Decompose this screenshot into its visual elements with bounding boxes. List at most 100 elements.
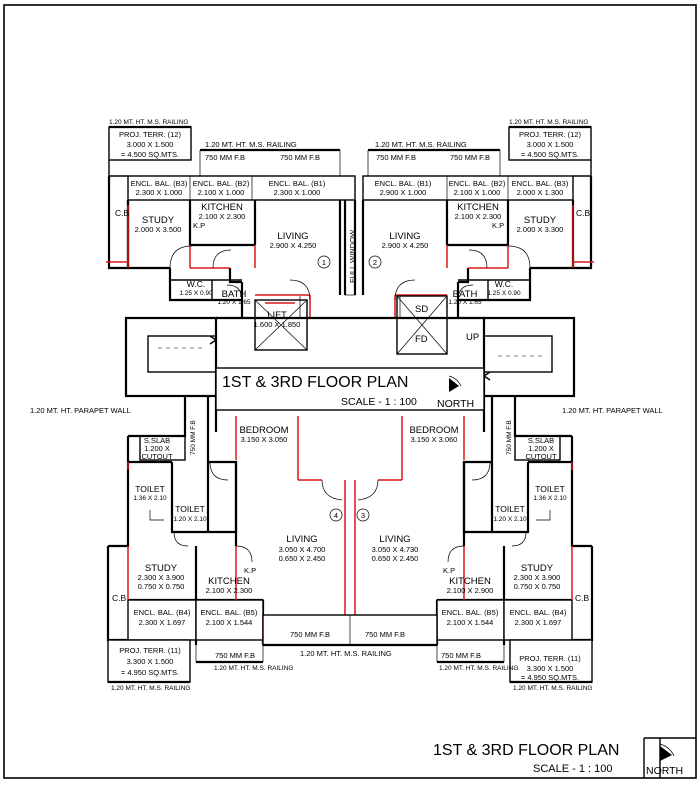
encl-bal-b4-r-name: ENCL. BAL. (B4) (510, 608, 567, 617)
stair-right (482, 316, 576, 398)
encl-bal-b5-l-name: ENCL. BAL. (B5) (201, 608, 258, 617)
kitchen-bl-dim: 2.100 X 2.300 (206, 586, 253, 595)
full-window-label: FULL WINDOW (348, 229, 357, 283)
bedroom-r-dim: 3.150 X 3.060 (411, 435, 458, 444)
living-tl-name: LIVING (277, 231, 308, 242)
kitchen-bl-name: KITCHEN (208, 576, 250, 587)
lift-shaft (254, 299, 308, 351)
parapet-left: 1.20 MT. HT. PARAPET WALL (30, 406, 131, 415)
bal-b5-left (195, 599, 264, 641)
railing-bl: 1.20 MT. HT. M.S. RAILING (214, 665, 293, 672)
marker-2: 2 (373, 258, 377, 267)
proj-terr-tr-area: = 4.500 SQ.MTS. (521, 150, 579, 159)
wc-l-name: W.C. (187, 279, 205, 289)
center-north: NORTH (437, 398, 474, 410)
study-tr-dim: 2.000 X 3.300 (517, 225, 564, 234)
encl-bal-b4-l-name: ENCL. BAL. (B4) (134, 608, 191, 617)
encl-bal-b5-l-dim: 2.100 X 1.544 (206, 618, 253, 627)
toilet-r1-dim: 1.20 X 2.10 (493, 516, 527, 523)
proj-terr-tl-name: PROJ. TERR. (12) (119, 130, 181, 139)
proj-terr-bl-name: PROJ. TERR. (11) (119, 646, 181, 655)
study-br-dim: 2.300 X 3.900 (514, 573, 561, 582)
lift-dim: 1.600 X 1.850 (254, 320, 301, 329)
railing-labels: 1.20 MT. HT. M.S. RAILING 1.20 MT. HT. M… (109, 119, 592, 692)
encl-bal-b5-r-dim: 2.100 X 1.544 (447, 618, 494, 627)
duct-sd (396, 295, 448, 355)
encl-bal-b1-r-dim: 2.900 X 1.000 (380, 188, 427, 197)
stair-left (124, 316, 218, 398)
fb-bc2: 750 MM F.B (365, 630, 405, 639)
fb-t2: 750 MM F.B (280, 153, 320, 162)
toilet-l2-name: TOILET (175, 504, 205, 514)
railing-br: 1.20 MT. HT. M.S. RAILING (439, 665, 518, 672)
encl-bal-b3-l-name: ENCL. BAL. (B3) (131, 179, 188, 188)
proj-terrace-br (509, 639, 593, 683)
proj-terr-tl-area: = 4.500 SQ.MTS. (121, 150, 179, 159)
sheet-scale: SCALE - 1 : 100 (533, 763, 613, 775)
sheet-border (3, 4, 697, 779)
balcony-strip-tr (362, 175, 574, 201)
encl-bal-b3-l-dim: 2.300 X 1.000 (136, 188, 183, 197)
kp-tl: K.P (193, 221, 205, 230)
railing-tr: 1.20 MT. HT. M.S. RAILING (375, 140, 467, 149)
toilet-l1-name: TOILET (135, 484, 165, 494)
proj-terr-tr-name: PROJ. TERR. (12) (519, 130, 581, 139)
bal-b5-right (436, 599, 505, 641)
living-br-dim: 3.050 X 4.730 (372, 545, 419, 554)
fb-t4: 750 MM F.B (450, 153, 490, 162)
lift-name: LIFT (267, 310, 287, 321)
study-bl-dim2: 0.750 X 0.750 (138, 582, 185, 591)
living-bl-dim: 3.050 X 4.700 (279, 545, 326, 554)
center-scale: SCALE - 1 : 100 (341, 396, 417, 408)
encl-bal-b2-l-name: ENCL. BAL. (B2) (193, 179, 250, 188)
north-arrow-title-icon (659, 743, 675, 761)
living-br-name: LIVING (379, 534, 410, 545)
cutout-l-dim: 1.200 X (144, 444, 170, 453)
proj-terr-bl-dim: 3.300 X 1.500 (127, 657, 174, 666)
toilet-l1-dim: 1.36 X 2.10 (133, 495, 167, 502)
kp-bl: K.P (244, 566, 256, 575)
bath-r-dim: 1.20 X 1.65 (448, 299, 482, 306)
proj-terrace-bl (107, 639, 191, 683)
bedroom-l-dim: 3.150 X 3.050 (241, 435, 288, 444)
proj-terr-br-name: PROJ. TERR. (11) (519, 654, 581, 663)
encl-bal-b1-l-dim: 2.300 X 1.000 (274, 188, 321, 197)
fb-bc1: 750 MM F.B (290, 630, 330, 639)
wc-l-dim: 1.25 X 0.90 (179, 290, 213, 297)
living-tr-name: LIVING (389, 231, 420, 242)
encl-bal-b3-r-name: ENCL. BAL. (B3) (512, 179, 569, 188)
encl-bal-b2-r-name: ENCL. BAL. (B2) (449, 179, 506, 188)
encl-bal-b4-l-dim: 2.300 X 1.697 (139, 618, 186, 627)
living-bl-dim2: 0.650 X 2.450 (279, 554, 326, 563)
encl-bal-b5-r-name: ENCL. BAL. (B5) (442, 608, 499, 617)
parapet-right: 1.20 MT. HT. PARAPET WALL (562, 406, 663, 415)
sheet-title: 1ST & 3RD FLOOR PLAN (433, 742, 619, 759)
study-br-name: STUDY (521, 563, 554, 574)
railing-bottom-center: 1.20 MT. HT. M.S. RAILING (300, 649, 392, 658)
toilet-r1-name: TOILET (495, 504, 525, 514)
bath-r-name: BATH (453, 289, 478, 300)
proj-terr-tl-dim: 3.000 X 1.500 (127, 140, 174, 149)
bedroom-l-name: BEDROOM (239, 425, 288, 436)
wc-r-name: W.C. (495, 279, 513, 289)
cutout-r-name: S.SLAB (528, 436, 554, 445)
kitchen-br-name: KITCHEN (449, 576, 491, 587)
cb-tr: C.B (576, 208, 591, 218)
railing-br-terr: 1.20 MT. HT. M.S. RAILING (513, 685, 592, 692)
toilet-l2-dim: 1.20 X 2.10 (173, 516, 207, 523)
center-title: 1ST & 3RD FLOOR PLAN (222, 374, 408, 391)
kitchen-tl-name: KITCHEN (201, 202, 243, 213)
cb-bl: C.B (112, 593, 127, 603)
north-arrow-center-icon (448, 375, 462, 392)
sheet-north: NORTH (646, 765, 683, 777)
fb-vl: 750 MM F.B (190, 420, 197, 455)
kitchen-tl-dim: 2.100 X 2.300 (199, 212, 246, 221)
encl-bal-b1-r-name: ENCL. BAL. (B1) (375, 179, 432, 188)
bath-l-name: BATH (222, 289, 247, 300)
study-tr-name: STUDY (524, 215, 557, 226)
up-label: UP (466, 332, 479, 343)
proj-terr-tr-dim: 3.000 X 1.500 (527, 140, 574, 149)
kitchen-br-dim: 2.100 X 2.900 (447, 586, 494, 595)
